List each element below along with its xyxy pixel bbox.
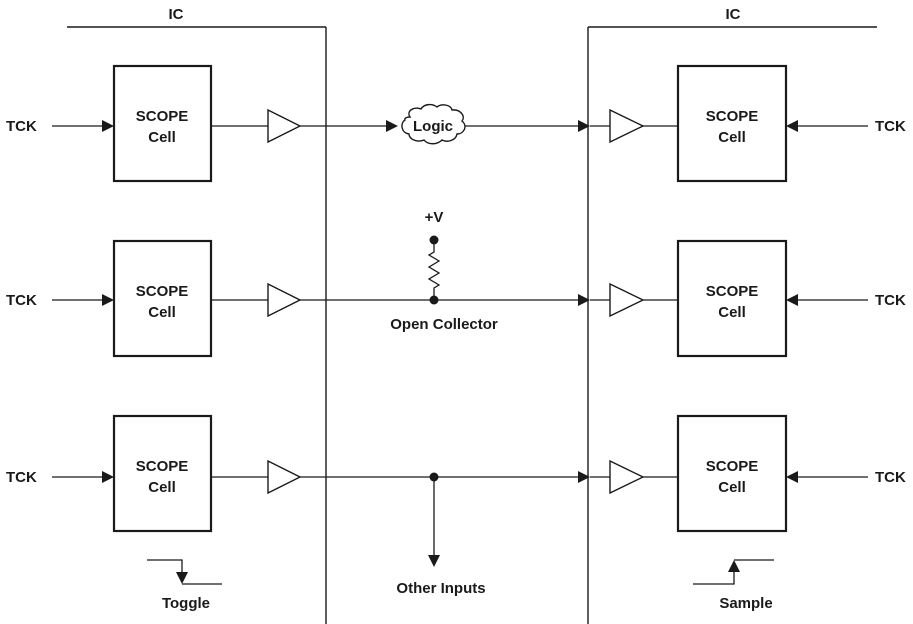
row-3: TCK SCOPE Cell Other Inputs SCOPE Cell T… [6, 414, 906, 597]
left-scope-cell-1-line2: Cell [148, 129, 176, 146]
right-tck-label-2: TCK [875, 292, 906, 309]
left-output-buffer-3 [267, 459, 302, 495]
logic-cloud [401, 103, 466, 145]
right-tck-arrow-2 [786, 294, 798, 306]
left-scope-cell-1 [112, 64, 213, 183]
left-scope-cell-2-line2: Cell [148, 304, 176, 321]
right-scope-cell-2-line1: SCOPE [706, 283, 759, 300]
left-tck-arrow-3 [102, 471, 114, 483]
right-input-buffer-3 [609, 459, 645, 495]
logic-label: Logic [413, 118, 453, 135]
left-tck-label-2: TCK [6, 292, 37, 309]
toggle-edge-arrow [176, 572, 188, 584]
sample-edge-arrow [728, 560, 740, 572]
toggle-label: Toggle [162, 595, 210, 612]
right-tck-label-3: TCK [875, 469, 906, 486]
sample-rising-edge [693, 572, 735, 585]
right-tck-arrow-1 [786, 120, 798, 132]
right-tck-label-1: TCK [875, 118, 906, 135]
supply-label: +V [425, 209, 444, 226]
left-scope-cell-3-line1: SCOPE [136, 458, 189, 475]
right-scope-cell-3-line2: Cell [718, 479, 746, 496]
left-tck-arrow-1 [102, 120, 114, 132]
left-output-buffer-2 [267, 282, 302, 318]
right-scope-cell-3-line1: SCOPE [706, 458, 759, 475]
sample-label: Sample [719, 595, 772, 612]
right-ic-input-arrow-3 [578, 471, 590, 483]
toggle-falling-edge [147, 559, 183, 574]
toggle-symbol: Toggle [147, 559, 222, 612]
left-scope-cell-2 [112, 239, 213, 358]
right-scope-cell-1-line2: Cell [718, 129, 746, 146]
left-scope-cell-3-line2: Cell [148, 479, 176, 496]
other-inputs-arrow [428, 555, 440, 567]
left-ic-label: IC [169, 6, 184, 23]
right-ic-input-arrow-1 [578, 120, 590, 132]
pull-up-resistor [427, 240, 441, 300]
left-scope-cell-2-line1: SCOPE [136, 283, 189, 300]
logic-input-arrow [386, 120, 398, 132]
right-ic-label: IC [726, 6, 741, 23]
right-tck-arrow-3 [786, 471, 798, 483]
right-scope-cell-1-line1: SCOPE [706, 108, 759, 125]
left-tck-label-1: TCK [6, 118, 37, 135]
right-input-buffer-1 [609, 108, 645, 144]
right-scope-cell-2-line2: Cell [718, 304, 746, 321]
left-tck-label-3: TCK [6, 469, 37, 486]
left-scope-cell-1-line1: SCOPE [136, 108, 189, 125]
open-collector-label: Open Collector [390, 316, 498, 333]
right-input-buffer-2 [609, 282, 645, 318]
left-scope-cell-3 [112, 414, 213, 533]
right-scope-cell-1 [676, 64, 788, 183]
right-scope-cell-3 [676, 414, 788, 533]
open-collector-node [429, 295, 439, 305]
sample-symbol: Sample [693, 559, 774, 612]
row-1: TCK SCOPE Cell Logic SCOPE Cell TCK [6, 64, 906, 183]
other-inputs-label: Other Inputs [396, 580, 485, 597]
row-2: TCK SCOPE Cell +V Open Collector SCOPE C… [6, 209, 906, 358]
left-tck-arrow-2 [102, 294, 114, 306]
right-scope-cell-2 [676, 239, 788, 358]
left-output-buffer-1 [267, 108, 302, 144]
right-ic-input-arrow-2 [578, 294, 590, 306]
